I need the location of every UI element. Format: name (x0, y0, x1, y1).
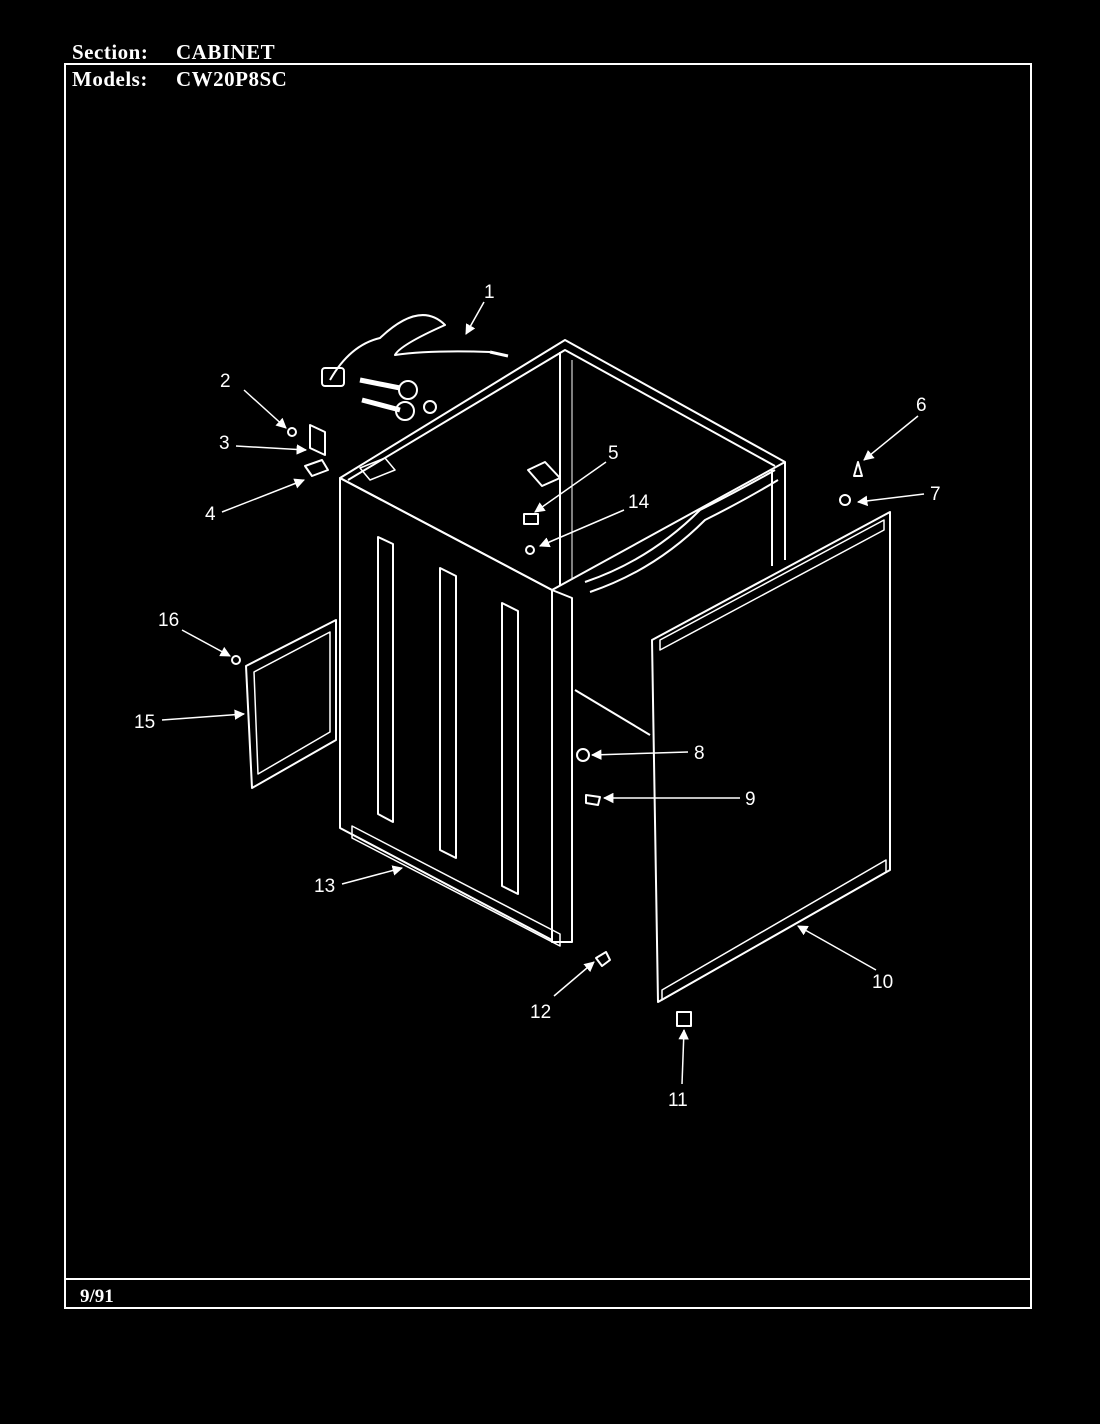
front-panel (339, 477, 573, 947)
callout-1: 1 (484, 282, 495, 303)
callout-10: 10 (872, 972, 893, 993)
section-label: Section: (72, 40, 149, 64)
callout-8: 8 (694, 743, 705, 764)
leader-lines (161, 301, 925, 1085)
cabinet-rear-side (574, 462, 786, 736)
callout-13: 13 (314, 876, 335, 897)
power-cord (321, 314, 509, 387)
water-inlet-fittings (359, 377, 437, 421)
callout-3: 3 (219, 433, 230, 454)
hardware-6-7 (839, 461, 863, 506)
hardware-5-14 (523, 461, 561, 555)
callout-4: 4 (205, 504, 216, 525)
side-panel-15 (245, 619, 337, 789)
callout-16: 16 (158, 610, 179, 631)
callout-7: 7 (930, 484, 941, 505)
models-value: CW20P8SC (176, 67, 288, 91)
revision-date: 9/91 (80, 1286, 114, 1307)
footer-divider (64, 1278, 1032, 1280)
callout-14: 14 (628, 492, 650, 513)
callout-numbers: 1 2 3 4 5 6 7 8 9 10 11 12 13 14 15 16 (134, 282, 941, 1111)
hardware-8-9-12-11-16 (231, 655, 692, 1027)
cabinet-top (339, 339, 786, 593)
callout-9: 9 (745, 789, 756, 810)
callout-12: 12 (530, 1002, 551, 1023)
callout-2: 2 (220, 371, 231, 392)
diagram-frame (64, 63, 1032, 1309)
section-value: CABINET (176, 40, 276, 64)
callout-6: 6 (916, 395, 927, 416)
callout-15: 15 (134, 712, 155, 733)
models-label: Models: (72, 67, 148, 91)
hardware-2-3-4 (287, 424, 329, 477)
callout-11: 11 (668, 1090, 688, 1111)
side-panel-10 (651, 511, 891, 1003)
callout-5: 5 (608, 443, 619, 464)
